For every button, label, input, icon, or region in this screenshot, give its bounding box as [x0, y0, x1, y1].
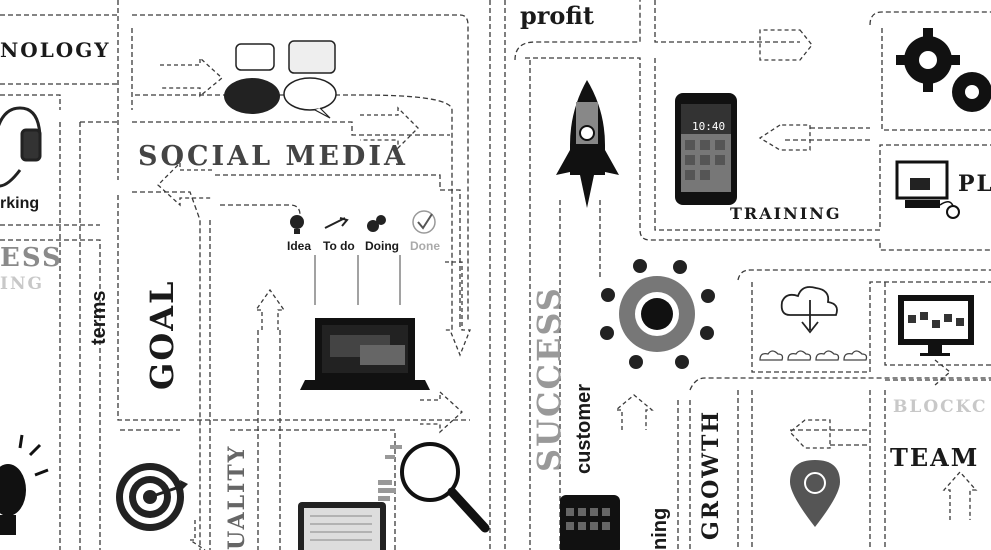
team-circle-icon — [600, 259, 715, 369]
gears-icon — [896, 28, 991, 112]
learning-label: ning — [649, 507, 671, 550]
growth-label: GROWTH — [698, 409, 724, 540]
headset-icon — [0, 106, 42, 188]
kanban-col-doing: Doing — [365, 239, 399, 253]
profit-label: profit — [520, 1, 594, 30]
success-label: SUCCESS — [530, 286, 568, 472]
business-sub-label: ING — [0, 274, 45, 294]
business-label: ESS — [0, 243, 63, 273]
team-label: TEAM — [890, 443, 980, 472]
kanban-col-todo: To do — [323, 239, 355, 253]
rocket-icon — [556, 80, 619, 208]
kanban-icons — [290, 210, 436, 234]
cloud-download-icon — [780, 286, 838, 334]
kanban-col-idea: Idea — [287, 239, 312, 253]
location-pin-icon — [790, 460, 840, 527]
computer-email-icon — [895, 160, 960, 219]
target-icon — [116, 463, 188, 531]
blockchain-label: BLOCKC — [893, 397, 988, 417]
quality-label: UALITY — [224, 444, 250, 550]
small-clouds-icon — [759, 350, 868, 361]
kanban-col-done: Done — [410, 239, 440, 253]
technology-label: NOLOGY — [0, 38, 111, 62]
terms-label: terms — [88, 290, 110, 345]
monitor-icon — [898, 295, 974, 356]
goal-label: GOAL — [143, 279, 181, 390]
lightbulb-icon — [0, 434, 49, 535]
app-phone-icon — [560, 495, 620, 550]
arrow-heads — [157, 29, 978, 550]
social-media-label: SOCIAL MEDIA — [138, 141, 408, 172]
phone-clock: 10:40 — [692, 120, 726, 133]
laptop-icon — [300, 318, 430, 390]
kanban-columns-lines — [314, 255, 401, 305]
speech-bubbles-icon — [224, 40, 337, 119]
networking-label: rking — [0, 195, 40, 212]
smartphone-icon — [675, 93, 737, 205]
magnifier-icon — [378, 442, 490, 533]
tablet-icon — [298, 502, 386, 550]
planning-label: PL — [958, 171, 991, 197]
customer-label: customer — [573, 383, 595, 474]
training-label: TRAINING — [730, 204, 842, 223]
